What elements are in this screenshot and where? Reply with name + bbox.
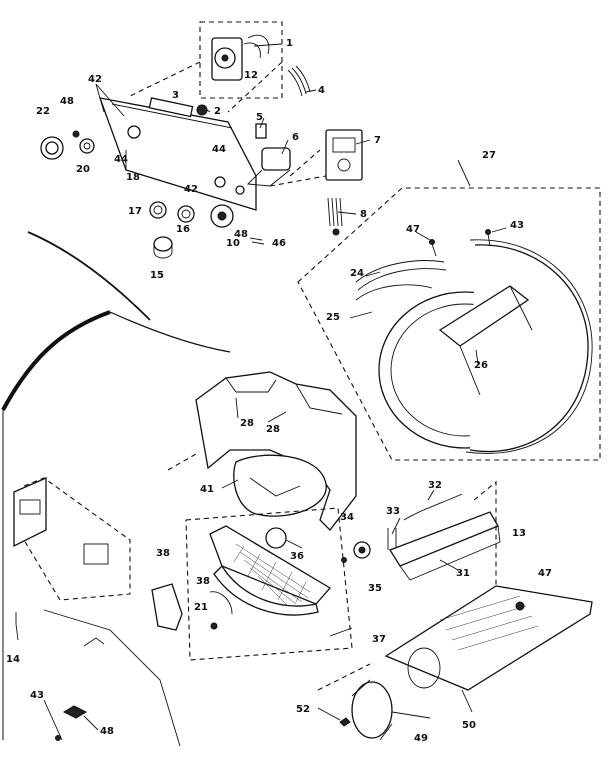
motor-mount-assembly	[341, 480, 501, 600]
callout-leaders	[15, 43, 507, 741]
callout-3: 3	[172, 90, 179, 101]
callout-38: 38	[156, 548, 170, 559]
callout-12: 12	[244, 70, 258, 81]
callout-22: 22	[36, 106, 50, 117]
callout-32: 32	[428, 480, 442, 491]
callout-48: 48	[100, 726, 114, 737]
callout-33: 33	[386, 506, 400, 517]
callout-1: 1	[286, 38, 293, 49]
front-bulkhead-assembly	[167, 371, 357, 531]
cabinet-outline	[1, 231, 231, 740]
callout-44: 44	[212, 144, 226, 155]
callout-21: 21	[194, 602, 208, 613]
callout-36: 36	[290, 551, 304, 562]
callout-7: 7	[374, 135, 381, 146]
lint-screen-assembly	[151, 507, 353, 661]
callout-48: 48	[60, 96, 74, 107]
callout-labels: 1 12 4 42 3 2 22 48 5 6 7 44 20 18 44 27…	[6, 38, 552, 744]
callout-47: 47	[538, 568, 552, 579]
callout-15: 15	[150, 270, 164, 281]
callout-46: 46	[272, 238, 286, 249]
control-panel-assembly	[40, 21, 363, 259]
callout-28: 28	[240, 418, 254, 429]
callout-17: 17	[128, 206, 142, 217]
callout-26: 26	[474, 360, 488, 371]
callout-35: 35	[368, 583, 382, 594]
callout-31: 31	[456, 568, 470, 579]
callout-49: 49	[414, 733, 428, 744]
callout-24: 24	[350, 268, 364, 279]
callout-37: 37	[372, 634, 386, 645]
callout-44: 44	[114, 154, 128, 165]
callout-43: 43	[510, 220, 524, 231]
callout-18: 18	[126, 172, 140, 183]
callout-5: 5	[256, 112, 263, 123]
callout-4: 4	[318, 85, 325, 96]
callout-27: 27	[482, 150, 496, 161]
callout-6: 6	[292, 132, 299, 143]
callout-47: 47	[406, 224, 420, 235]
drum-assembly	[297, 187, 601, 461]
callout-14: 14	[6, 654, 20, 665]
callout-20: 20	[76, 164, 90, 175]
callout-42: 42	[88, 74, 102, 85]
callout-52: 52	[296, 704, 310, 715]
callout-2: 2	[214, 106, 221, 117]
callout-25: 25	[326, 312, 340, 323]
callout-13: 13	[512, 528, 526, 539]
callout-10: 10	[226, 238, 240, 249]
callout-48: 48	[234, 229, 248, 240]
callout-8: 8	[360, 209, 367, 220]
callout-34: 34	[340, 512, 354, 523]
callout-16: 16	[176, 224, 190, 235]
callout-42: 42	[184, 184, 198, 195]
callout-43: 43	[30, 690, 44, 701]
callout-41: 41	[200, 484, 214, 495]
callout-28: 28	[266, 424, 280, 435]
callout-50: 50	[462, 720, 476, 731]
side-panel-assembly	[13, 477, 181, 747]
base-and-duct-assembly	[317, 585, 593, 741]
callout-38: 38	[196, 576, 210, 587]
